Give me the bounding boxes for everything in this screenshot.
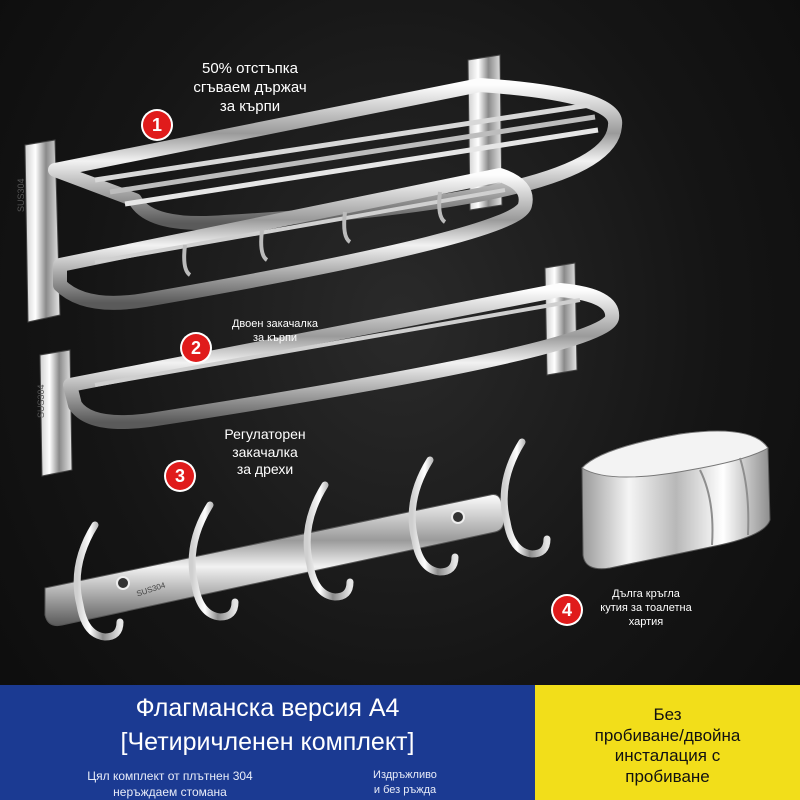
item-1-badge: 1 — [143, 111, 171, 139]
banner-installation-line: пробиване — [625, 767, 710, 787]
item-2-label-line: за кърпи — [252, 331, 298, 344]
item-1-label-line: сгъваем държач — [193, 78, 307, 96]
item-4-label-line: кутия за тоалетна — [600, 601, 692, 614]
banner-subtitle-right-line: и без ръжда — [373, 784, 437, 797]
item-1-label-line: 50% отстъпка — [201, 60, 298, 77]
item-4-badge: 4 — [553, 596, 581, 624]
folding-towel-rack-image — [24, 54, 623, 323]
double-towel-rack-image — [39, 262, 620, 477]
item-1-label-line: за кърпи — [219, 97, 281, 115]
banner-subtitle-left-line: неръждаем стомана — [113, 785, 227, 800]
item-2-label-line: Двоен закачалка — [231, 318, 319, 330]
item-4-label-line: хартия — [628, 615, 664, 628]
banner-subtitle-right: Издръжливо и без ръжда — [350, 768, 460, 799]
engraving-1: SUS304 — [16, 178, 26, 212]
item-3-label-line: закачалка — [232, 443, 298, 460]
item-3-badge: 3 — [166, 462, 194, 490]
banner-subtitle-left: Цял комплект от плътнен 304 неръждаем ст… — [50, 768, 290, 800]
engraving-2: SUS304 — [36, 384, 46, 418]
banner-blue-panel — [0, 685, 535, 800]
item-1-label: 50% отстъпка сгъваем държач за кърпи — [170, 60, 330, 116]
banner-installation-note: Без пробиване/двойна инсталация с пробив… — [535, 705, 800, 788]
hook-rail-image — [44, 438, 551, 641]
item-2-badge: 2 — [182, 334, 210, 362]
banner-subtitle-left-line: Цял комплект от плътнен 304 — [87, 769, 253, 783]
banner-installation-line: инсталация с — [614, 746, 721, 766]
item-3-label: Регулаторен закачалка за дрехи — [195, 426, 335, 479]
banner-title-line-2: [Четиричленен комплект] — [120, 728, 415, 756]
banner-installation-line: пробиване/двойна — [594, 725, 741, 745]
toilet-paper-box-image — [581, 430, 771, 570]
banner-title-line-1: Флагманска версия А4 — [135, 694, 400, 722]
item-2-label: Двоен закачалка за кърпи — [215, 318, 335, 346]
banner-installation-line: Без — [653, 705, 682, 724]
item-4-label-line: Дълга кръгла — [612, 588, 680, 600]
banner-yellow-panel — [535, 685, 800, 800]
item-3-label-line: Регулаторен — [224, 426, 306, 442]
item-4-label: Дълга кръгла кутия за тоалетна хартия — [586, 588, 706, 629]
banner-subtitle-right-line: Издръжливо — [373, 769, 437, 781]
item-3-label-line: за дрехи — [236, 461, 294, 477]
